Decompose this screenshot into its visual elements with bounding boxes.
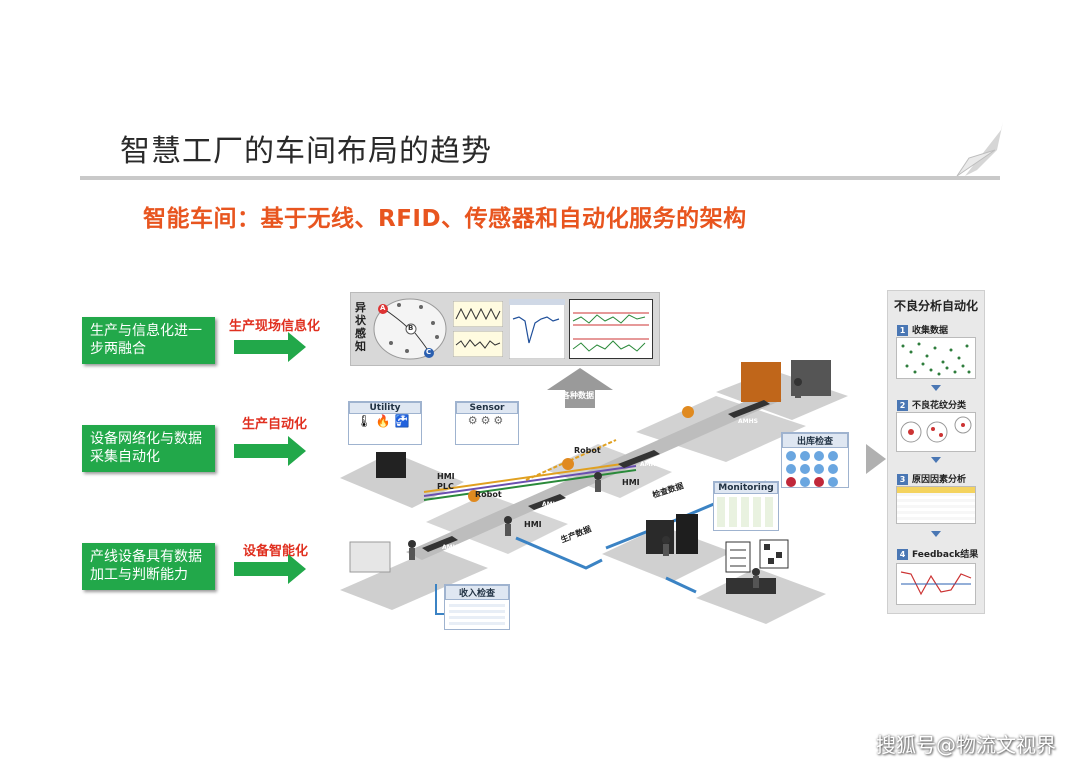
node-b: B — [408, 324, 414, 332]
robot-label-1: Robot — [475, 490, 502, 499]
amhs-label: AMHS — [640, 461, 660, 468]
outbound-inspection-label: 出库检查 — [782, 433, 848, 448]
anomaly-map-icon — [373, 298, 447, 360]
defect-analysis-title: 不良分析自动化 — [893, 299, 978, 313]
green-arrow-icon — [234, 332, 306, 362]
trend-chart-icon — [509, 299, 565, 359]
amhs-label: AMHS — [738, 418, 758, 425]
node-a: A — [380, 304, 386, 312]
wafer-pattern-icon — [900, 416, 972, 443]
inspection-dots-icon — [786, 451, 838, 487]
down-arrow-icon — [931, 531, 941, 537]
anomaly-label: 异状感知 — [355, 301, 366, 353]
control-chart-icon — [569, 299, 653, 359]
sensor-box: Sensor ⚙⚙⚙ — [455, 401, 519, 445]
monitoring-label: Monitoring — [714, 482, 778, 494]
amhs-label: AMHS — [442, 544, 462, 551]
sensor-icons: ⚙⚙⚙ — [467, 414, 507, 427]
monitoring-panel: Monitoring — [713, 481, 779, 531]
utility-box: Utility 🌡🔥🚰 — [348, 401, 422, 445]
utility-icons: 🌡🔥🚰 — [356, 414, 414, 428]
outbound-inspection-panel: 出库检查 — [781, 432, 849, 488]
green-arrow-icon — [234, 436, 306, 466]
page-title: 智慧工厂的车间布局的趋势 — [120, 134, 492, 169]
factory-floor-diagram — [340, 360, 848, 624]
watermark: 搜狐号@物流文视界 — [876, 733, 1056, 757]
plc-label: PLC — [437, 482, 454, 491]
label-smart-equipment: 设备智能化 — [243, 544, 309, 559]
left-box-integration: 生产与信息化进一步两融合 — [82, 317, 215, 364]
amhs-label: AMHS — [542, 501, 562, 508]
left-box-network: 设备网络化与数据采集自动化 — [82, 425, 215, 472]
left-box-equipment: 产线设备具有数据加工与判断能力 — [82, 543, 215, 590]
feedback-chart-icon — [900, 571, 972, 596]
right-arrow-icon — [866, 444, 886, 474]
mini-chart-icon — [453, 331, 503, 357]
utility-label: Utility — [349, 402, 421, 414]
page-subtitle: 智能车间：基于无线、RFID、传感器和自动化服务的架构 — [143, 206, 747, 232]
inbound-inspection-panel: 收入检查 — [444, 584, 510, 630]
scatter-card — [896, 337, 976, 379]
mini-chart-icon — [453, 301, 503, 327]
label-automation: 生产自动化 — [242, 417, 308, 432]
down-arrow-icon — [931, 457, 941, 463]
data-arrow-label: 各种数据 — [562, 391, 594, 400]
hmi-label-3: HMI — [622, 478, 640, 487]
title-underline — [80, 176, 1000, 180]
analysis-table-card — [896, 486, 976, 524]
pattern-card — [896, 412, 976, 452]
robot-label-2: Robot — [574, 446, 601, 455]
node-c: C — [426, 348, 432, 356]
scatter-map-icon — [901, 342, 971, 376]
page-curl-icon — [955, 122, 1005, 177]
down-arrow-icon — [931, 385, 941, 391]
hmi-label: HMI — [437, 472, 455, 481]
checklist-icon — [725, 539, 789, 573]
label-onsite-info: 生产现场信息化 — [229, 319, 321, 334]
anomaly-sensing-panel: 异状感知 A B C — [350, 292, 660, 366]
feedback-chart-card — [896, 563, 976, 605]
hmi-label-2: HMI — [524, 520, 542, 529]
up-arrow-icon — [547, 368, 613, 408]
inbound-inspection-label: 收入检查 — [445, 585, 509, 600]
sensor-label: Sensor — [456, 402, 518, 414]
green-arrow-icon — [234, 554, 306, 584]
